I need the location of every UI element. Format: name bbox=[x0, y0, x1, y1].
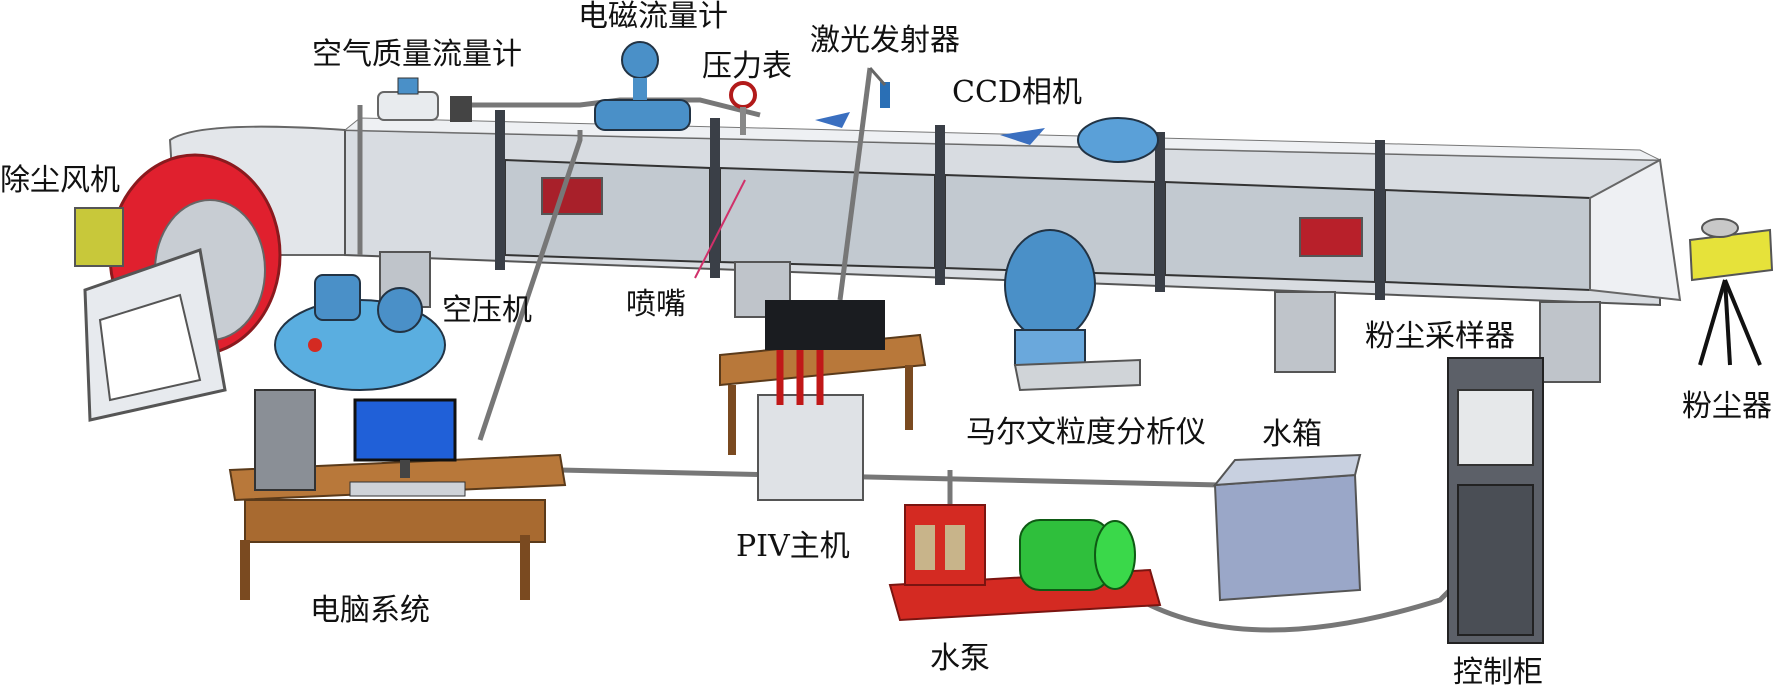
label-pressure-gauge: 压力表 bbox=[702, 49, 792, 84]
water-pump bbox=[888, 504, 1162, 622]
label-laser-emitter: 激光发射器 bbox=[810, 23, 960, 58]
label-dust-generator: 粉尘器 bbox=[1682, 389, 1772, 424]
water-tank bbox=[1212, 453, 1362, 602]
label-dust-fan: 除尘风机 bbox=[0, 163, 120, 198]
label-dust-sampler: 粉尘采样器 bbox=[1365, 319, 1515, 354]
label-water-pump: 水泵 bbox=[930, 641, 990, 676]
em-flowmeter bbox=[594, 41, 691, 131]
label-air-mass-flowmeter: 空气质量流量计 bbox=[312, 37, 522, 72]
dust-fan bbox=[74, 153, 282, 422]
ccd-camera bbox=[815, 112, 1159, 163]
control-cabinet bbox=[1447, 357, 1544, 644]
laser-emitter bbox=[868, 67, 890, 108]
air-mass-flowmeter bbox=[377, 77, 472, 122]
label-computer-system: 电脑系统 bbox=[310, 593, 430, 628]
label-em-flowmeter: 电磁流量计 bbox=[578, 0, 728, 34]
label-water-tank: 水箱 bbox=[1262, 417, 1322, 452]
label-control-cabinet: 控制柜 bbox=[1453, 655, 1543, 690]
malvern-analyzer bbox=[1004, 229, 1141, 392]
dust-generator bbox=[1688, 218, 1774, 366]
pressure-gauge bbox=[729, 81, 757, 135]
label-malvern-analyzer: 马尔文粒度分析仪 bbox=[966, 415, 1206, 450]
label-nozzle: 喷嘴 bbox=[626, 287, 686, 322]
piv-host bbox=[719, 300, 927, 501]
label-ccd-camera: CCD相机 bbox=[952, 75, 1082, 110]
label-air-compressor: 空压机 bbox=[442, 293, 532, 328]
nozzle-leader-line bbox=[694, 179, 746, 279]
label-piv-host: PIV主机 bbox=[736, 529, 850, 564]
computer-system bbox=[228, 389, 567, 600]
air-compressor bbox=[274, 274, 446, 391]
